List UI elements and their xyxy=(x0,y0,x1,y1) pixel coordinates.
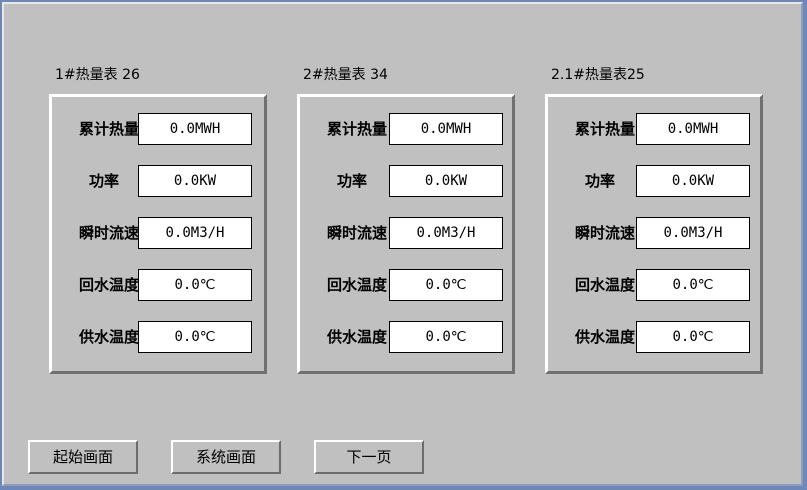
instant-flow-value[interactable]: 0.0M3/H xyxy=(636,217,750,249)
return-temp-value[interactable]: 0.0℃ xyxy=(138,269,252,301)
supply-temp-label: 供水温度 xyxy=(574,328,635,346)
return-temp-label: 回水温度 xyxy=(574,276,635,294)
heat-meter-2-title: 2#热量表 34 xyxy=(303,67,388,83)
heat-meter-1-title: 1#热量表 26 xyxy=(55,67,140,83)
accumulated-heat-label: 累计热量 xyxy=(78,120,139,138)
heat-meter-2: 2#热量表 34 累计热量 0.0MWH 功率 0.0KW 瞬时流速 0.0M3… xyxy=(297,4,528,384)
next-page-button[interactable]: 下一页 xyxy=(314,440,424,474)
supply-temp-value[interactable]: 0.0℃ xyxy=(389,321,503,353)
power-label: 功率 xyxy=(88,172,119,190)
power-value[interactable]: 0.0KW xyxy=(636,165,750,197)
accumulated-heat-label: 累计热量 xyxy=(326,120,387,138)
return-temp-value[interactable]: 0.0℃ xyxy=(389,269,503,301)
supply-temp-value[interactable]: 0.0℃ xyxy=(138,321,252,353)
supply-temp-label: 供水温度 xyxy=(78,328,139,346)
start-screen-button[interactable]: 起始画面 xyxy=(28,440,138,474)
power-value[interactable]: 0.0KW xyxy=(138,165,252,197)
return-temp-label: 回水温度 xyxy=(326,276,387,294)
accumulated-heat-value[interactable]: 0.0MWH xyxy=(138,113,252,145)
return-temp-value[interactable]: 0.0℃ xyxy=(636,269,750,301)
supply-temp-value[interactable]: 0.0℃ xyxy=(636,321,750,353)
heat-meter-1-panel: 累计热量 0.0MWH 功率 0.0KW 瞬时流速 0.0M3/H 回水温度 0… xyxy=(49,94,267,374)
heat-meter-1: 1#热量表 26 累计热量 0.0MWH 功率 0.0KW 瞬时流速 0.0M3… xyxy=(49,4,280,384)
instant-flow-value[interactable]: 0.0M3/H xyxy=(389,217,503,249)
power-label: 功率 xyxy=(336,172,367,190)
heat-meter-2-panel: 累计热量 0.0MWH 功率 0.0KW 瞬时流速 0.0M3/H 回水温度 0… xyxy=(297,94,515,374)
instant-flow-label: 瞬时流速 xyxy=(326,224,387,242)
return-temp-label: 回水温度 xyxy=(78,276,139,294)
accumulated-heat-value[interactable]: 0.0MWH xyxy=(389,113,503,145)
instant-flow-value[interactable]: 0.0M3/H xyxy=(138,217,252,249)
power-value[interactable]: 0.0KW xyxy=(389,165,503,197)
power-label: 功率 xyxy=(584,172,615,190)
heat-meter-3-title: 2.1#热量表25 xyxy=(551,67,645,83)
instant-flow-label: 瞬时流速 xyxy=(78,224,139,242)
supply-temp-label: 供水温度 xyxy=(326,328,387,346)
accumulated-heat-label: 累计热量 xyxy=(574,120,635,138)
system-screen-button[interactable]: 系统画面 xyxy=(171,440,281,474)
accumulated-heat-value[interactable]: 0.0MWH xyxy=(636,113,750,145)
heat-meter-3-panel: 累计热量 0.0MWH 功率 0.0KW 瞬时流速 0.0M3/H 回水温度 0… xyxy=(545,94,763,374)
instant-flow-label: 瞬时流速 xyxy=(574,224,635,242)
heat-meter-3: 2.1#热量表25 累计热量 0.0MWH 功率 0.0KW 瞬时流速 0.0M… xyxy=(545,4,776,384)
